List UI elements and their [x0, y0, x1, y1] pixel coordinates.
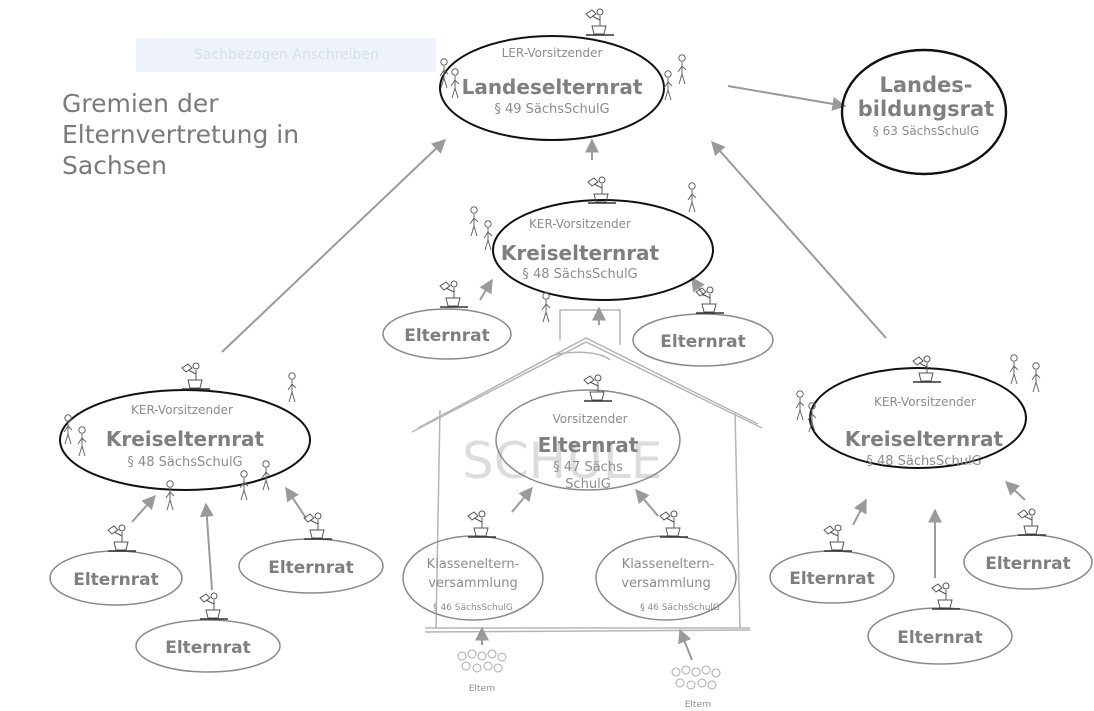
- bildungsrat-name-2: bildungsrat: [858, 97, 994, 121]
- arrows: [131, 85, 1026, 661]
- elternrat-label: Elternrat: [897, 628, 983, 648]
- arrow-elternrat-l2-to-kreis: [199, 502, 214, 591]
- elternrat-label: Elternrat: [165, 638, 251, 658]
- klassen-left-line1: Klasseneltern-: [427, 557, 520, 572]
- node-landesbildungsrat: Landes- bildungsrat § 63 SächsSchulG: [840, 48, 1008, 176]
- elternrat-label: Elternrat: [268, 558, 354, 578]
- landes-role: LER-Vorsitzender: [502, 46, 603, 60]
- elternrat-label: Elternrat: [73, 570, 159, 590]
- node-elternrat-right-3: Elternrat: [963, 508, 1093, 590]
- landes-name: Landeselternrat: [462, 75, 643, 99]
- node-kreiselternrat-center: KER-Vorsitzender Kreiselternrat § 48 Säc…: [469, 176, 714, 323]
- faded-banner: Sachbezogen Anschreiben: [136, 38, 436, 72]
- eltern-crowd-left: Eltern: [457, 649, 507, 694]
- kreis-center-law: § 48 SächsSchulG: [522, 267, 637, 282]
- node-klassen-right: Klasseneltern- versammlung § 46 SächsSch…: [595, 510, 737, 621]
- school-role: Vorsitzender: [552, 412, 627, 426]
- bildungsrat-law: § 63 SächsSchulG: [873, 124, 979, 138]
- elternrat-label: Elternrat: [789, 569, 875, 589]
- arrow-klassen-right-to-school: [635, 488, 659, 517]
- node-elternrat-left-1: Elternrat: [49, 524, 183, 606]
- arrow-kreis-right-to-landes: [711, 140, 887, 339]
- kreis-right-role: KER-Vorsitzender: [874, 395, 976, 409]
- page-title: Gremien der Elternvertretung in Sachsen: [62, 88, 352, 181]
- node-landeselternrat: LER-Vorsitzender Landeselternrat § 49 Sä…: [439, 8, 687, 141]
- node-elternrat-right-2: Elternrat: [867, 582, 1013, 665]
- arrow-kreis-left-to-landes: [221, 139, 447, 353]
- klassen-right-line2: versammlung: [621, 576, 710, 591]
- arrow-elternrat-r1-to-kreis: [852, 498, 867, 526]
- arrow-elternrat-cl-to-kreis: [479, 278, 493, 301]
- klassen-right-line1: Klasseneltern-: [622, 557, 715, 572]
- node-elternrat-center-left: Elternrat: [382, 280, 512, 360]
- kreis-left-law: § 48 SächsSchulG: [127, 455, 242, 470]
- eltern-label: Eltern: [469, 684, 496, 694]
- school-building: [411, 309, 763, 633]
- node-kreiselternrat-left: KER-Vorsitzender Kreiselternrat § 48 Säc…: [59, 362, 311, 511]
- arrow-elternrat-cr-to-kreis: [691, 276, 705, 297]
- arrow-elternrat-r3-to-kreis: [1004, 481, 1026, 501]
- school-name: Elternrat: [538, 433, 639, 457]
- landes-law: § 49 SächsSchulG: [494, 102, 609, 117]
- title-line-3: Sachsen: [62, 151, 168, 180]
- arrow-elternrat-l1-to-kreis: [131, 494, 156, 523]
- title-line-2: Elternvertretung in: [62, 120, 300, 149]
- kreis-center-role: KER-Vorsitzender: [529, 217, 631, 231]
- node-klassen-left: Klasseneltern- versammlung § 46 SächsSch…: [402, 510, 544, 621]
- eltern-label: Eltern: [685, 700, 712, 710]
- elternrat-label: Elternrat: [660, 332, 746, 352]
- node-elternrat-left-2: Elternrat: [135, 592, 281, 673]
- kreis-right-name: Kreiselternrat: [845, 427, 1004, 451]
- elternrat-label: Elternrat: [985, 554, 1071, 574]
- klassen-left-line2: versammlung: [428, 576, 517, 591]
- arrow-landes-to-bildungsrat: [727, 85, 847, 111]
- bildungsrat-name-1: Landes-: [880, 73, 973, 97]
- faded-banner-text: Sachbezogen Anschreiben: [194, 47, 379, 63]
- title-line-1: Gremien der: [62, 89, 219, 118]
- kreis-left-name: Kreiselternrat: [106, 427, 265, 451]
- node-kreiselternrat-right: KER-Vorsitzender Kreiselternrat § 48 Säc…: [795, 354, 1041, 469]
- klassen-left-law: § 46 SächsSchulG: [433, 603, 513, 613]
- arrow-elternrat-l3-to-kreis: [285, 486, 307, 519]
- school-law-1: § 47 Sächs: [553, 460, 623, 475]
- eltern-crowd-right: Eltern: [671, 665, 721, 710]
- node-school-elternrat: Vorsitzender Elternrat § 47 Sächs SchulG: [495, 374, 681, 492]
- node-elternrat-left-3: Elternrat: [238, 512, 384, 594]
- elternrat-label: Elternrat: [404, 326, 490, 346]
- school-law-2: SchulG: [565, 477, 611, 492]
- arrow-klassen-left-to-school: [511, 486, 533, 513]
- node-elternrat-center-right: Elternrat: [632, 286, 774, 367]
- kreis-left-role: KER-Vorsitzender: [131, 403, 233, 417]
- kreis-center-name: Kreiselternrat: [501, 241, 660, 265]
- kreis-right-law: § 48 SächsSchulG: [866, 454, 981, 469]
- node-elternrat-right-1: Elternrat: [769, 524, 895, 604]
- arrow-eltern-right-to-klassen: [678, 628, 693, 661]
- klassen-right-law: § 46 SächsSchulG: [640, 603, 720, 613]
